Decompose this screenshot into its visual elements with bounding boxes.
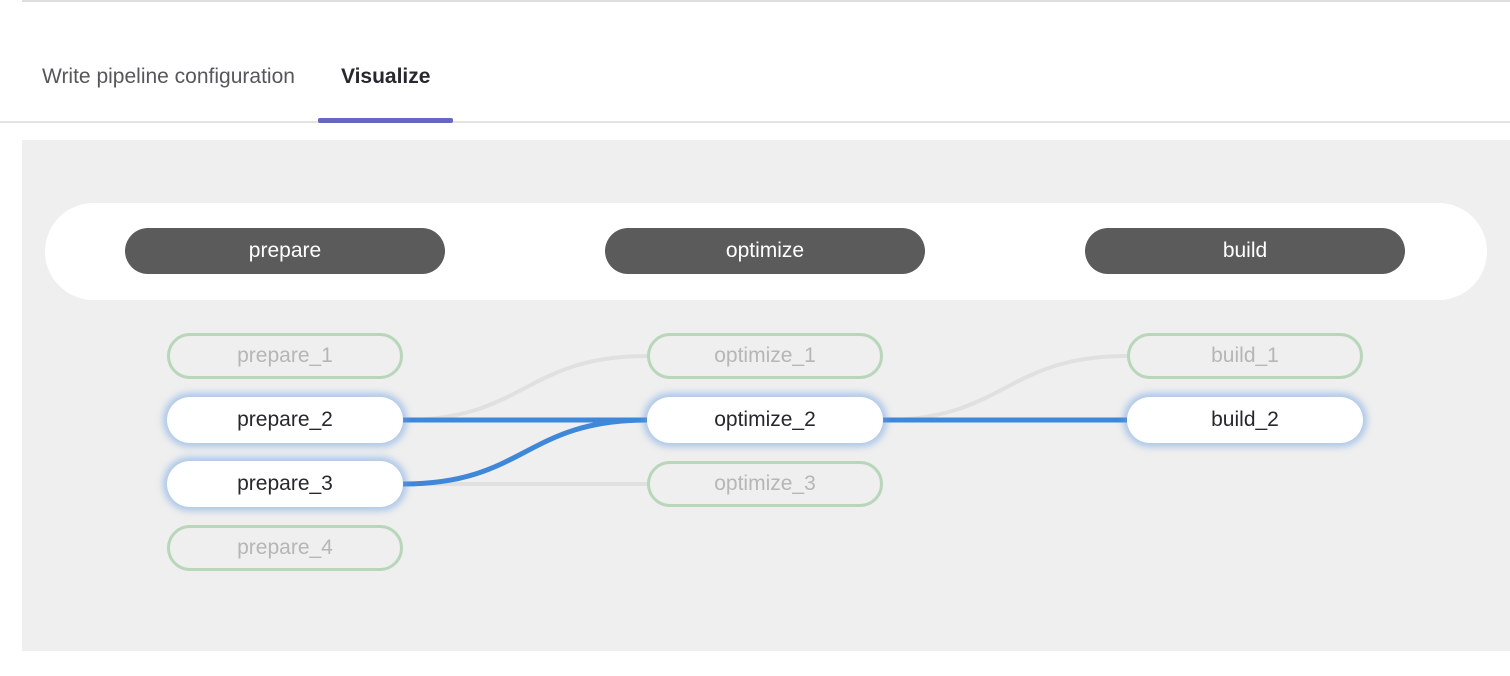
tab-visualize[interactable]: Visualize xyxy=(317,2,454,123)
stage-pill-build: build xyxy=(1085,228,1405,274)
job-pill-prepare_1[interactable]: prepare_1 xyxy=(167,333,403,379)
link-prepare_3-to-optimize_2 xyxy=(400,417,650,487)
tab-write-pipeline-configuration[interactable]: Write pipeline configuration xyxy=(19,2,318,121)
pipeline-links xyxy=(400,354,1130,487)
tab-bar: Write pipeline configuration Visualize xyxy=(0,2,1510,123)
job-pill-prepare_3[interactable]: prepare_3 xyxy=(167,461,403,507)
job-pill-optimize_1[interactable]: optimize_1 xyxy=(647,333,883,379)
stage-pill-optimize: optimize xyxy=(605,228,925,274)
top-divider xyxy=(22,0,1510,2)
active-tab-indicator xyxy=(317,118,454,123)
tab-write-pipeline-configuration-label: Write pipeline configuration xyxy=(42,64,295,88)
stage-pill-prepare: prepare xyxy=(125,228,445,274)
job-pill-build_1[interactable]: build_1 xyxy=(1127,333,1363,379)
job-pill-build_2[interactable]: build_2 xyxy=(1127,397,1363,443)
job-pill-prepare_2[interactable]: prepare_2 xyxy=(167,397,403,443)
link-optimize_2-to-build_1 xyxy=(881,354,1129,422)
job-pill-optimize_2[interactable]: optimize_2 xyxy=(647,397,883,443)
tab-visualize-label: Visualize xyxy=(340,64,431,88)
job-pill-prepare_4[interactable]: prepare_4 xyxy=(167,525,403,571)
link-prepare_2-to-optimize_1 xyxy=(401,354,649,422)
job-pill-optimize_3[interactable]: optimize_3 xyxy=(647,461,883,507)
